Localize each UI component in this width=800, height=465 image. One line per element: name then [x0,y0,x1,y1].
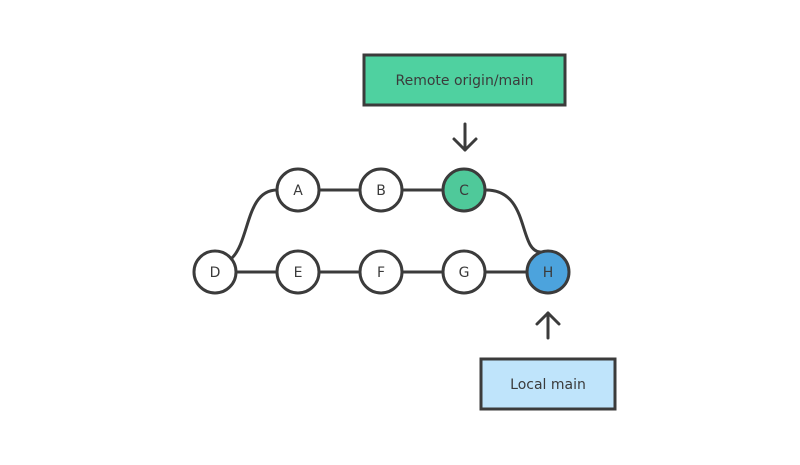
commit-a-label: A [293,183,303,199]
commit-f: F [358,249,404,295]
arrow-up-icon [535,311,561,340]
commit-f-label: F [377,265,385,281]
commit-b: B [358,167,404,213]
commit-b-label: B [376,183,386,199]
commit-c-label: C [459,183,469,199]
arrow-down-icon [452,122,478,152]
local-main-label: Local main [479,357,617,411]
commit-h-label: H [543,265,554,281]
commit-e: E [275,249,321,295]
commit-h: H [525,249,571,295]
remote-origin-main-label: Remote origin/main [362,53,567,107]
commit-g-label: G [459,265,470,281]
remote-label-text: Remote origin/main [395,73,533,89]
local-label-text: Local main [510,377,586,393]
commit-g: G [441,249,487,295]
commit-d: D [192,249,238,295]
commit-c: C [441,167,487,213]
commit-a: A [275,167,321,213]
edge-d-a [230,188,279,260]
commit-d-label: D [210,265,221,281]
commit-e-label: E [294,265,303,281]
edge-c-h [484,188,542,254]
commit-edges [230,188,542,274]
